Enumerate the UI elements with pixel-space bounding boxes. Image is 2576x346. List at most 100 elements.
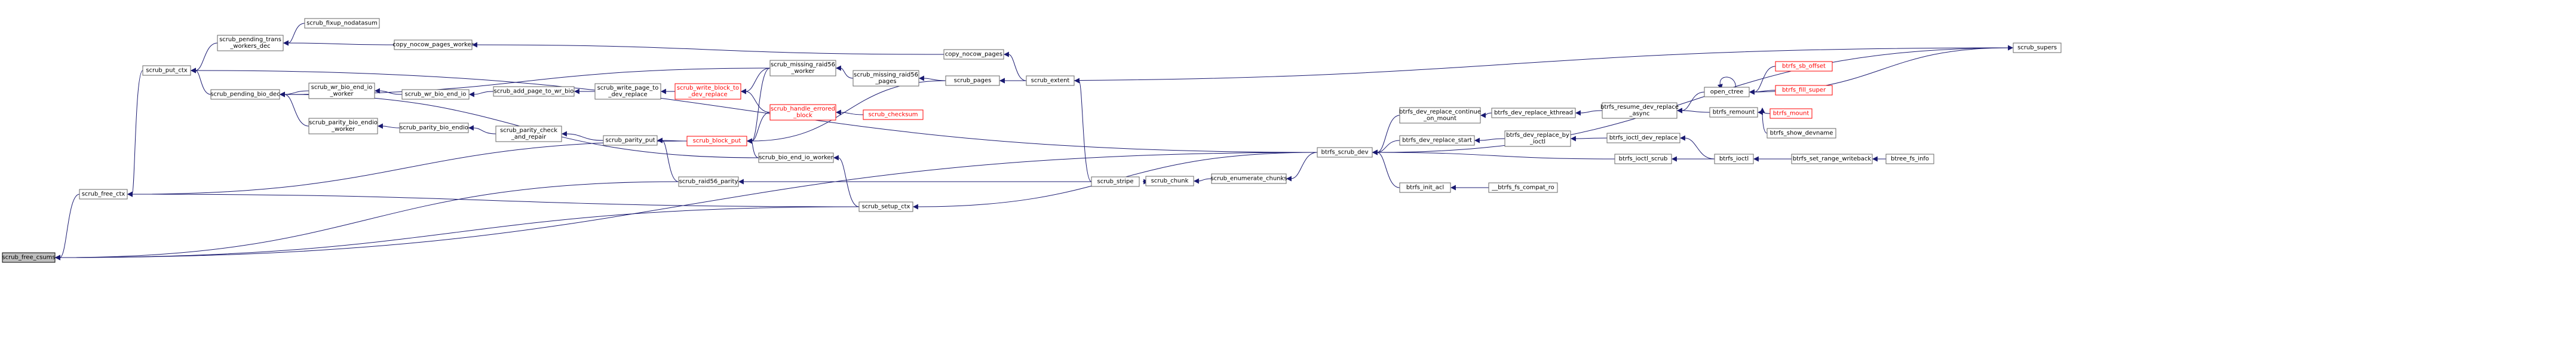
- node-scrub_wr_bio_end_io_worker[interactable]: scrub_wr_bio_end_io_worker: [308, 82, 375, 99]
- node-scrub_wr_bio_end_io[interactable]: scrub_wr_bio_end_io: [401, 89, 470, 100]
- node-scrub_stripe[interactable]: scrub_stripe: [1091, 176, 1140, 187]
- node-btrfs_ioctl_dev_replace[interactable]: btrfs_ioctl_dev_replace: [1606, 133, 1680, 143]
- node-scrub_block_put[interactable]: scrub_block_put: [686, 136, 747, 146]
- node-box: [758, 152, 834, 163]
- node-btrfs_resume_dev_replace_async[interactable]: btrfs_resume_dev_replace_async: [1600, 102, 1679, 119]
- edge-scrub_parity_put-to-scrub_parity_check_and_repair: [561, 131, 604, 141]
- node-box: [394, 39, 473, 50]
- node-scrub_fixup_nodatasum[interactable]: scrub_fixup_nodatasum: [304, 18, 380, 29]
- node-scrub_pending_trans_workers_dec[interactable]: scrub_pending_trans_workers_dec: [217, 35, 284, 51]
- node-label: scrub_checksum: [868, 112, 918, 118]
- node-label: btrfs_sb_offset: [1782, 63, 1826, 70]
- node-btrfs_dev_replace_continue_on_mount[interactable]: btrfs_dev_replace_continue_on_mount: [1399, 107, 1481, 124]
- edge-layer: [54, 23, 2014, 261]
- node-btrfs_remount[interactable]: btrfs_remount: [1709, 107, 1758, 118]
- node-scrub_pages[interactable]: scrub_pages: [945, 75, 1000, 86]
- node-btrfs_fill_super[interactable]: btrfs_fill_super: [1775, 85, 1833, 96]
- node-box: [210, 89, 280, 100]
- node-btrfs_ioctl_scrub[interactable]: btrfs_ioctl_scrub: [1614, 154, 1672, 164]
- node-label: scrub_setup_ctx: [862, 204, 910, 210]
- node-btrfs_mount[interactable]: btrfs_mount: [1770, 108, 1813, 119]
- node-box: [401, 89, 470, 100]
- node-scrub_setup_ctx[interactable]: scrub_setup_ctx: [858, 201, 913, 212]
- node-label: scrub_chunk: [1151, 178, 1189, 185]
- node-open_ctree[interactable]: open_ctree: [1704, 87, 1750, 97]
- node-label: scrub_supers: [2017, 45, 2057, 51]
- node-scrub_free_ctx[interactable]: scrub_free_ctx: [79, 189, 128, 200]
- node-scrub_missing_raid56_pages[interactable]: scrub_missing_raid56_pages: [852, 70, 919, 87]
- node-scrub_handle_errored_block[interactable]: scrub_handle_errored_block: [769, 104, 836, 121]
- edge-scrub_bio_end_io_worker-to-scrub_block_put: [746, 138, 759, 158]
- node-label: scrub_raid56_parity: [679, 179, 738, 185]
- node-scrub_enumerate_chunks[interactable]: scrub_enumerate_chunks: [1210, 173, 1287, 184]
- node-compat_ro[interactable]: __btrfs_fs_compat_ro: [1488, 182, 1558, 193]
- node-scrub_pending_bio_dec[interactable]: scrub_pending_bio_dec: [210, 89, 280, 100]
- node-scrub_write_block_to_dev_replace[interactable]: scrub_write_block_to_dev_replace: [674, 83, 741, 100]
- edge-scrub_wr_bio_end_io_worker-to-scrub_pending_bio_dec: [279, 90, 309, 97]
- edge-scrub_fixup_nodatasum-to-scrub_pending_trans_workers_dec: [283, 23, 305, 46]
- edge-scrub_missing_raid56_worker-to-scrub_write_block_to_dev_replace: [740, 68, 771, 94]
- node-scrub_parity_bio_endio[interactable]: scrub_parity_bio_endio: [399, 123, 469, 133]
- edge-btrfs_ioctl_scrub-to-btrfs_scrub_dev: [1372, 149, 1615, 160]
- edge-scrub_put_ctx-to-scrub_free_ctx: [127, 70, 143, 197]
- node-copy_nocow_pages_worker[interactable]: copy_nocow_pages_worker: [392, 39, 474, 50]
- node-scrub_checksum[interactable]: scrub_checksum: [863, 109, 924, 120]
- node-scrub_chunk[interactable]: scrub_chunk: [1145, 176, 1194, 186]
- node-label: _worker: [331, 126, 355, 133]
- node-scrub_put_ctx[interactable]: scrub_put_ctx: [142, 65, 191, 76]
- node-btrfs_scrub_dev[interactable]: btrfs_scrub_dev: [1317, 147, 1373, 158]
- node-btrfs_ioctl[interactable]: btrfs_ioctl: [1714, 154, 1754, 164]
- node-scrub_write_page_to_dev_replace[interactable]: scrub_write_page_to_dev_replace: [594, 83, 661, 100]
- node-box: [1614, 154, 1672, 164]
- node-label: scrub_handle_errored: [771, 106, 835, 112]
- node-btrfs_set_range_writeback[interactable]: btrfs_set_range_writeback: [1791, 154, 1873, 164]
- node-label: scrub_fixup_nodatasum: [306, 20, 378, 27]
- node-scrub_bio_end_io_worker[interactable]: scrub_bio_end_io_worker: [758, 152, 834, 163]
- edge-scrub_pending_trans_workers_dec-to-scrub_put_ctx: [190, 42, 218, 74]
- node-btrfs_sb_offset[interactable]: btrfs_sb_offset: [1775, 61, 1833, 72]
- edge-scrub_missing_raid56_worker-to-scrub_block_put: [746, 68, 771, 144]
- node-label: _block: [793, 112, 812, 119]
- node-label: scrub_put_ctx: [146, 68, 188, 74]
- node-scrub_parity_check_and_repair[interactable]: scrub_parity_check_and_repair: [495, 125, 562, 142]
- edge-btrfs_dev_replace_kthread-to-btrfs_dev_replace_continue_on_mount: [1480, 112, 1492, 118]
- node-copy_nocow_pages[interactable]: copy_nocow_pages: [943, 49, 1004, 60]
- node-label: scrub_parity_check: [500, 127, 557, 134]
- node-scrub_raid56_parity[interactable]: scrub_raid56_parity: [678, 176, 739, 187]
- edge-btrfs_scrub_dev-to-scrub_put_ctx: [190, 68, 1318, 153]
- node-label: copy_nocow_pages: [945, 51, 1002, 58]
- node-box: [945, 75, 1000, 86]
- node-scrub_extent[interactable]: scrub_extent: [1026, 75, 1075, 86]
- node-box: [495, 125, 562, 142]
- node-btrfs_dev_replace_kthread[interactable]: btrfs_dev_replace_kthread: [1491, 108, 1576, 118]
- node-box: [308, 118, 378, 134]
- edge-btrfs_sb_offset-to-open_ctree: [1749, 66, 1776, 95]
- node-btree_fs_info[interactable]: btree_fs_info: [1885, 154, 1934, 164]
- node-btrfs_dev_replace_by_ioctl[interactable]: btrfs_dev_replace_by_ioctl: [1504, 130, 1571, 147]
- node-box: [1091, 176, 1140, 187]
- edge-scrub_free_ctx-to-scrub_free_csums: [54, 194, 80, 261]
- node-btrfs_show_devname[interactable]: btrfs_show_devname: [1767, 128, 1836, 139]
- edge-scrub_pending_bio_dec-to-scrub_put_ctx: [190, 68, 211, 95]
- node-label: _pages: [875, 78, 896, 85]
- node-scrub_add_page_to_wr_bio[interactable]: scrub_add_page_to_wr_bio: [493, 86, 575, 97]
- node-label: _and_repair: [511, 134, 547, 140]
- node-box: [142, 65, 191, 76]
- node-label: scrub_parity_bio_endio: [400, 125, 468, 131]
- node-btrfs_init_acl[interactable]: btrfs_init_acl: [1399, 182, 1451, 193]
- node-box: [858, 201, 913, 212]
- node-label: btrfs_init_acl: [1406, 185, 1444, 191]
- node-btrfs_dev_replace_start[interactable]: btrfs_dev_replace_start: [1399, 135, 1475, 146]
- edge-scrub_setup_ctx-to-scrub_free_ctx: [127, 191, 860, 207]
- edge-scrub_enumerate_chunks-to-scrub_chunk: [1193, 178, 1212, 184]
- node-box: [1767, 128, 1836, 139]
- node-scrub_missing_raid56_worker[interactable]: scrub_missing_raid56_worker: [769, 60, 836, 76]
- node-scrub_parity_put[interactable]: scrub_parity_put: [603, 135, 658, 146]
- node-label: btrfs_dev_replace_kthread: [1494, 110, 1573, 117]
- node-label: scrub_free_ctx: [82, 191, 125, 198]
- node-box: [603, 135, 658, 146]
- node-box: [674, 83, 741, 100]
- node-label: _dev_replace: [608, 91, 647, 98]
- node-scrub_parity_bio_endio_worker[interactable]: scrub_parity_bio_endio_worker: [308, 118, 378, 134]
- node-scrub_supers[interactable]: scrub_supers: [2013, 42, 2062, 53]
